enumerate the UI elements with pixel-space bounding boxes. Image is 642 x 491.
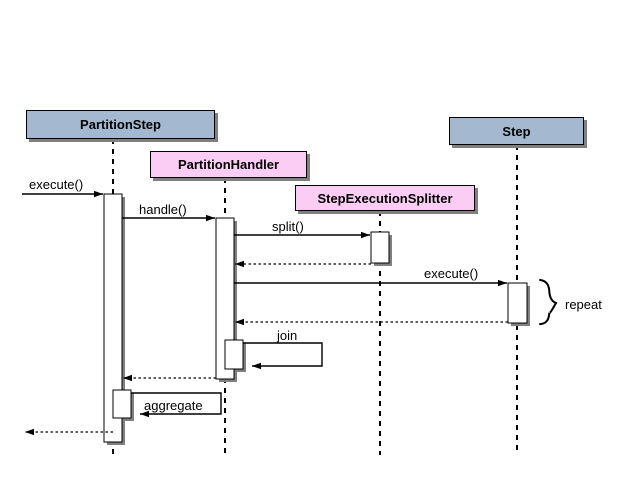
participant-box-step[interactable]: Step xyxy=(449,117,584,145)
participant-label-step: Step xyxy=(502,123,531,139)
activation-bars-group xyxy=(103,193,528,443)
act-splitter xyxy=(370,231,390,264)
participant-label-partition-handler: PartitionHandler xyxy=(177,157,280,172)
participant-box-partition-handler[interactable]: PartitionHandler xyxy=(150,151,307,178)
msg-aggregate xyxy=(131,392,222,418)
participant-label-step-execution-splitter: StepExecutionSplitter xyxy=(317,190,453,206)
message-label-msg-aggregate: aggregate xyxy=(144,398,203,413)
message-label-msg-split: split() xyxy=(272,219,304,234)
act-partition-step xyxy=(103,193,123,443)
message-label-msg-execute-step: execute() xyxy=(424,266,479,281)
annotation-braces-group xyxy=(539,279,558,326)
msg-join xyxy=(243,342,323,370)
annotation-label-repeat-brace: repeat xyxy=(565,297,602,312)
act-partition-handler xyxy=(215,217,235,380)
participant-box-step-execution-splitter[interactable]: StepExecutionSplitter xyxy=(295,185,475,211)
act-partition-step-aggregate xyxy=(112,389,132,419)
repeat-brace xyxy=(539,279,558,326)
participant-label-partition-step: PartitionStep xyxy=(80,117,161,132)
message-arrows-group xyxy=(22,190,508,436)
message-label-msg-join: join xyxy=(277,328,298,343)
act-step xyxy=(507,282,528,324)
message-label-msg-execute-entry: execute() xyxy=(29,177,84,192)
message-label-msg-handle: handle() xyxy=(139,202,187,217)
participant-box-partition-step[interactable]: PartitionStep xyxy=(26,110,215,139)
act-partition-handler-join xyxy=(224,339,244,370)
